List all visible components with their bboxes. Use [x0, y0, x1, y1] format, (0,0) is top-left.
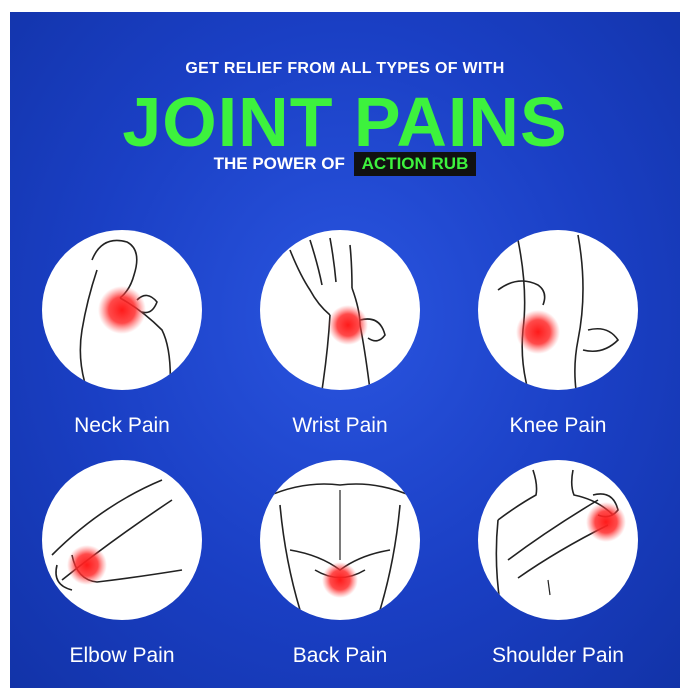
neck-pain-illustration: [42, 230, 202, 390]
conditions-grid: Neck Pain Wrist Pain: [10, 12, 680, 688]
back-pain-illustration: [260, 460, 420, 620]
condition-label: Knee Pain: [509, 414, 607, 437]
condition-card-neck: Neck Pain: [22, 230, 222, 438]
subline-prefix: THE POWER OF: [213, 154, 345, 173]
condition-card-back: Back Pain: [240, 460, 440, 668]
subline: THE POWER OF ACTION RUB: [10, 152, 680, 176]
elbow-pain-illustration: [42, 460, 202, 620]
condition-card-elbow: Elbow Pain: [22, 460, 222, 668]
condition-label: Back Pain: [292, 644, 388, 667]
knee-pain-illustration: [478, 230, 638, 390]
condition-label: Shoulder Pain: [492, 644, 624, 667]
condition-card-shoulder: Shoulder Pain: [458, 460, 658, 668]
headline: JOINT PAINS: [122, 83, 568, 161]
brand-tag: ACTION RUB: [353, 152, 477, 176]
condition-label: Wrist Pain: [292, 414, 388, 437]
shoulder-pain-illustration: [478, 460, 638, 620]
wrist-pain-illustration: [260, 230, 420, 390]
joint-pain-poster: GET RELIEF FROM ALL TYPES OF WITH JOINT …: [10, 12, 680, 688]
kicker-text: GET RELIEF FROM ALL TYPES OF WITH: [185, 60, 505, 77]
condition-card-knee: Knee Pain: [458, 230, 658, 438]
condition-label: Neck Pain: [74, 414, 170, 437]
condition-card-wrist: Wrist Pain: [240, 230, 440, 438]
condition-label: Elbow Pain: [69, 644, 175, 667]
